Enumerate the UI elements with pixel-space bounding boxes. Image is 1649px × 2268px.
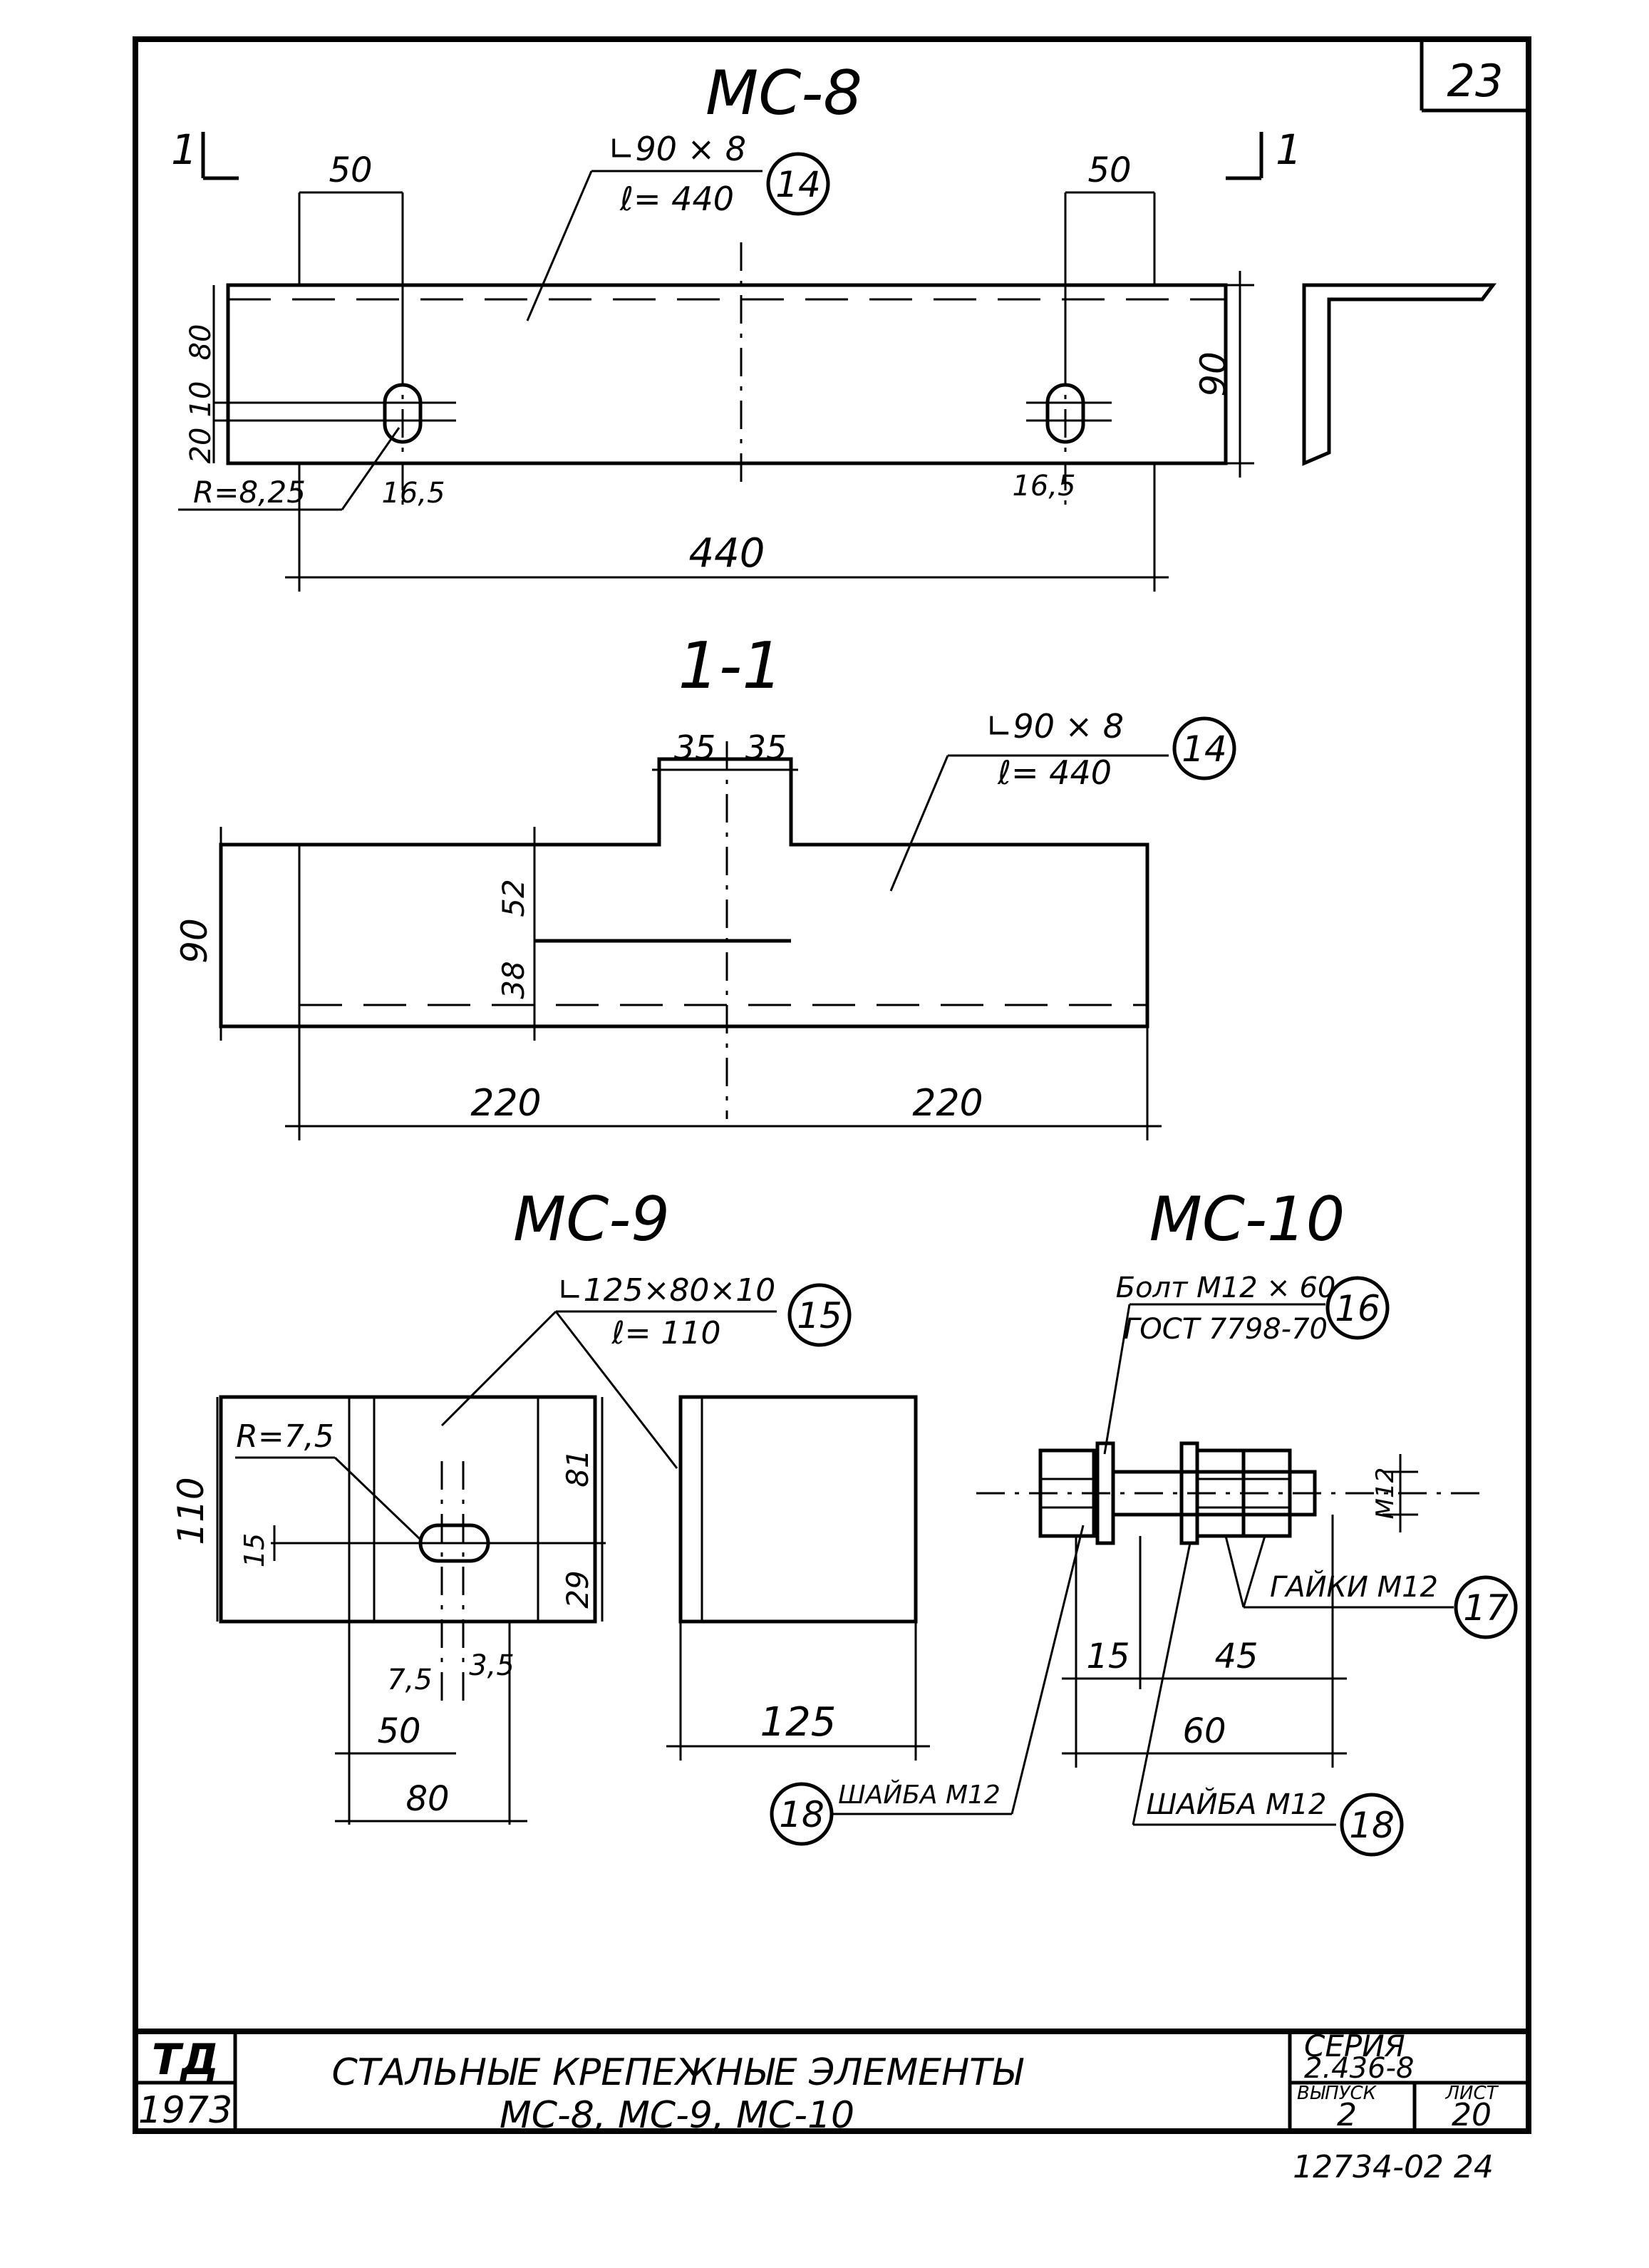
mc9-washer-label: ШАЙБА М12: [838, 1780, 1001, 1810]
doc-code: 12734-02 24: [1293, 2149, 1494, 2185]
mc8-length: ℓ= 440: [619, 180, 734, 218]
mc10-dim-m12: М12: [1371, 1468, 1400, 1520]
mc9-radius-leader: [334, 1456, 422, 1541]
mc10-washer-label: ШАЙБА М12: [1147, 1787, 1327, 1821]
mc8-leader-line: [526, 170, 593, 321]
section11-dim-35a: 35: [674, 728, 716, 767]
mc8-dim-20: 20: [185, 428, 217, 464]
section11-position-bubble: [1172, 716, 1236, 780]
mc8-dim-10: 10: [185, 381, 217, 418]
mc8-profile: ∟90 × 8: [608, 130, 746, 168]
mc10-bolt-bubble: [1325, 1276, 1390, 1340]
mc9-dim-29: 29: [560, 1570, 595, 1608]
mc9-dim-80: 80: [405, 1779, 449, 1819]
mc10-washer-position: 18: [1349, 1805, 1395, 1846]
section11-dim-52: 52: [496, 879, 531, 917]
section11-position: 14: [1182, 728, 1227, 770]
mc10-nuts-bubble: [1454, 1575, 1518, 1639]
section11-leader-line: [889, 755, 949, 892]
mc10-washer-bubble: [1340, 1793, 1404, 1857]
series-label: СЕРИЯ: [1304, 2029, 1405, 2063]
section11-dim-220a: 220: [470, 1082, 541, 1125]
mc9-length: ℓ= 110: [611, 1315, 720, 1351]
angle-section-icon: [1302, 283, 1496, 466]
sheet-value: 20: [1452, 2097, 1492, 2133]
mc8-slot-left-width: 16,5: [381, 477, 445, 510]
section-mark-right-label: 1: [1276, 125, 1302, 174]
mc8-dim-50-left: 50: [329, 150, 372, 190]
mc8-position: 14: [775, 164, 821, 205]
mc10-dim-45: 45: [1214, 1636, 1258, 1676]
mc9-side-view: [678, 1395, 918, 1624]
section11-length: ℓ= 440: [997, 753, 1112, 792]
mc9-washer-leader: [1010, 1525, 1085, 1815]
mc10-bolt-leader: [1103, 1304, 1131, 1455]
sheet-label: ЛИСТ: [1444, 2083, 1499, 2104]
issue-label: ВЫПУСК: [1297, 2083, 1377, 2104]
mc10-nuts-leader-2: [1242, 1535, 1266, 1608]
mc9-title: МС-9: [513, 1184, 670, 1255]
mc9-position-bubble: [787, 1283, 852, 1347]
section11-dim-220b: 220: [912, 1082, 983, 1125]
sheet-number: 23: [1447, 55, 1504, 107]
mc9-dim-125: 125: [760, 1699, 837, 1746]
mc8-dim-80: 80: [185, 324, 217, 361]
org-mark: ТД: [152, 2035, 219, 2085]
mc10-dim-15: 15: [1086, 1636, 1130, 1676]
sheet-frame: [133, 36, 1531, 2134]
mc10-dim-60: 60: [1182, 1711, 1226, 1751]
mc9-washer-position: 18: [779, 1794, 824, 1835]
mc9-radius: R=7,5: [236, 1418, 334, 1455]
mc9-dim-50: 50: [377, 1711, 420, 1751]
mc10-bolt-line2: ГОСТ 7798-70: [1124, 1313, 1328, 1346]
mc8-title: МС-8: [705, 58, 862, 129]
mc8-radius: R=8,25: [193, 475, 306, 510]
mc10-nuts-position: 17: [1463, 1587, 1509, 1629]
mc10-bolt-line1: Болт М12 × 60: [1116, 1272, 1336, 1304]
title-line-2: МС-8, МС-9, МС-10: [500, 2094, 854, 2137]
mc9-profile: ∟125×80×10: [557, 1272, 776, 1309]
mc9-position: 15: [797, 1295, 842, 1336]
mc9-dim-3-5: 3,5: [469, 1649, 515, 1682]
mc9-dim-81: 81: [560, 1449, 595, 1487]
mc10-washer-leader: [1132, 1542, 1191, 1825]
mc8-dim-90: 90: [1193, 351, 1234, 397]
section11-outline: [219, 757, 1149, 1029]
section-mark-left-label: 1: [171, 125, 197, 174]
mc10-bolt-head: [1038, 1448, 1096, 1538]
mc8-dim-50-right: 50: [1087, 150, 1131, 190]
mc8-angle-body: [226, 283, 1228, 465]
mc9-dim-15: 15: [239, 1533, 270, 1567]
section11-dim-35b: 35: [745, 728, 787, 767]
mc8-position-bubble: [766, 152, 830, 216]
mc10-title: МС-10: [1149, 1184, 1345, 1255]
year: 1973: [138, 2089, 232, 2132]
title-line-1: СТАЛЬНЫЕ КРЕПЕЖНЫЕ ЭЛЕМЕНТЫ: [331, 2051, 1023, 2094]
mc8-dim-440: 440: [689, 530, 765, 577]
mc10-nuts-label: ГАЙКИ М12: [1270, 1569, 1438, 1604]
mc10-bolt-position: 16: [1335, 1288, 1380, 1329]
mc9-leader-line-1: [440, 1310, 557, 1427]
mc8-slot-right-width: 16,5: [1012, 470, 1075, 502]
section11-title: 1-1: [678, 629, 783, 703]
mc9-leader-line-2: [554, 1311, 678, 1469]
section11-dim-38: 38: [496, 961, 531, 999]
mc9-dim-110: 110: [170, 1477, 212, 1545]
mc10-nuts-leader-1: [1224, 1535, 1245, 1608]
section11-profile: ∟90 × 8: [986, 707, 1124, 746]
mc9-dim-7-5: 7,5: [387, 1664, 433, 1696]
series-value: 2.436-8: [1304, 2052, 1414, 2085]
mc10-thread-end: [1288, 1470, 1317, 1517]
mc8-radius-leader: [341, 427, 400, 510]
mc9-front-view: [219, 1395, 597, 1624]
section11-dim-90: 90: [174, 918, 215, 964]
issue-value: 2: [1337, 2097, 1357, 2133]
